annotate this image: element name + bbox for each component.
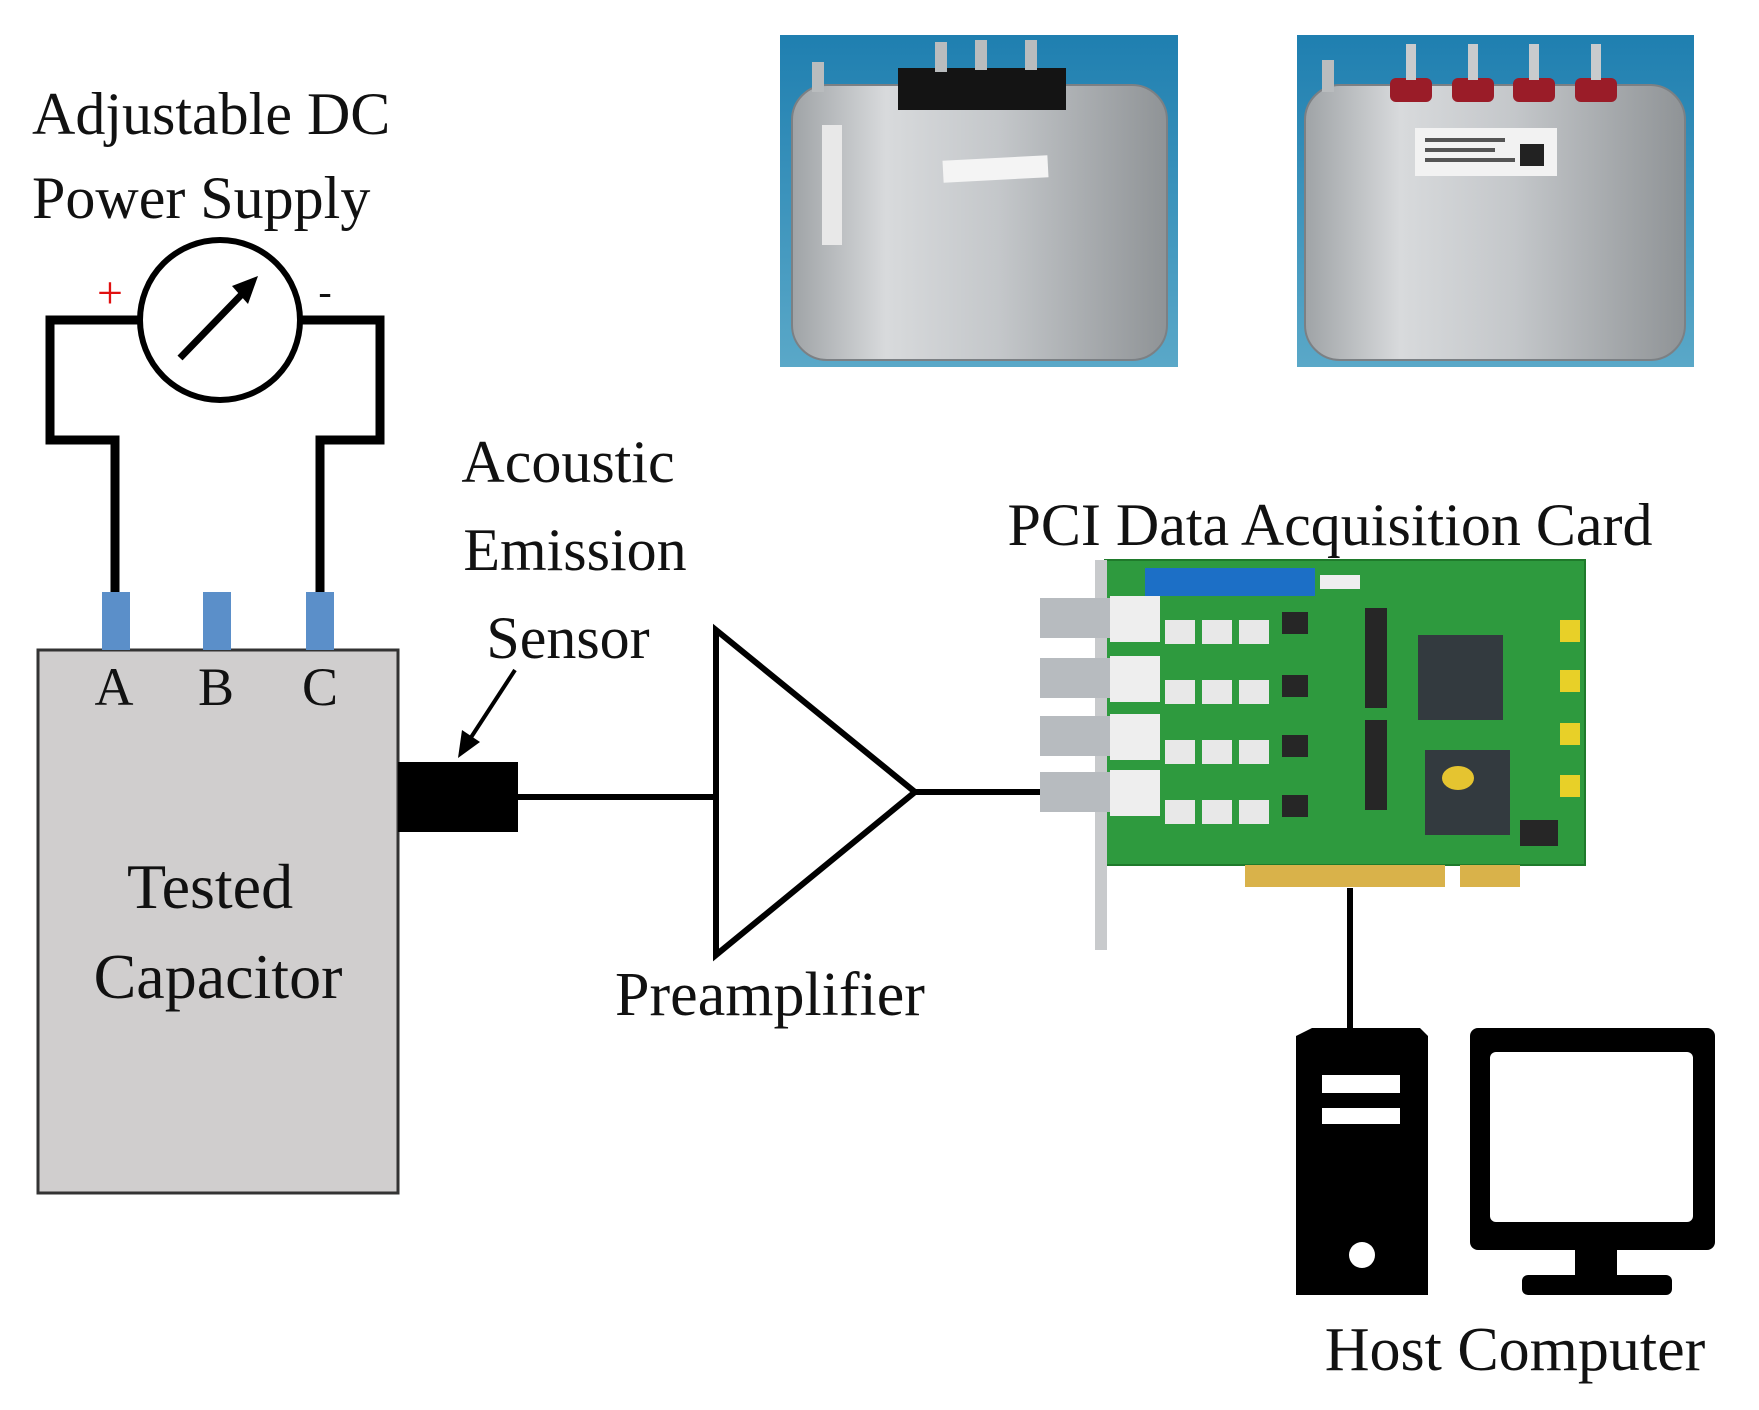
- preamplifier: Preamplifier: [615, 623, 925, 1029]
- sensor-label-line2: Emission: [463, 517, 686, 583]
- sensor-label-line1: Acoustic: [461, 429, 674, 495]
- terminal-c: [306, 592, 334, 650]
- sensor-label-line3: Sensor: [486, 605, 649, 671]
- plus-sign: +: [97, 267, 123, 318]
- terminal-b: [203, 592, 231, 650]
- terminal-a: [102, 592, 130, 650]
- capacitor-photo-right: [1297, 35, 1694, 367]
- supply-wire-left: [45, 315, 140, 592]
- supply-wire-right: [300, 315, 385, 592]
- sma-connectors: [1560, 620, 1580, 797]
- relay-components: [1165, 620, 1269, 824]
- monitor-icon: [1470, 1028, 1715, 1295]
- sensor-pointer-arrowhead: [458, 730, 480, 758]
- pci-daq-card: PCI Data Acquisition Card: [1008, 492, 1653, 950]
- computer-tower-icon: [1296, 1028, 1428, 1295]
- power-supply-label-line2: Power Supply: [32, 165, 370, 231]
- capacitor-label-line2: Capacitor: [94, 941, 343, 1012]
- terminal-a-label: A: [95, 657, 134, 717]
- tested-capacitor: A B C Tested Capacitor: [36, 592, 400, 1195]
- sensor-body: [398, 762, 518, 832]
- bnc-connectors: [1040, 596, 1160, 816]
- capacitor-label-line1: Tested: [127, 851, 293, 922]
- triangle-amplifier-icon: [713, 623, 920, 962]
- preamplifier-label: Preamplifier: [615, 961, 925, 1029]
- ic-chips: [1282, 608, 1558, 846]
- daq-card-label: PCI Data Acquisition Card: [1008, 492, 1653, 558]
- dc-power-supply: + - Adjustable DC Power Supply: [32, 81, 390, 592]
- power-supply-label-line1: Adjustable DC: [32, 81, 390, 147]
- capacitor-photo-left: [780, 35, 1178, 367]
- host-computer: Host Computer: [1296, 1028, 1715, 1384]
- host-computer-label: Host Computer: [1325, 1316, 1706, 1384]
- sensor-pointer-line: [466, 668, 517, 744]
- capacitor-body: [36, 648, 400, 1195]
- terminal-c-label: C: [302, 657, 338, 717]
- adjustable-source-icon: [137, 237, 303, 403]
- minus-sign: -: [318, 269, 331, 314]
- terminal-b-label: B: [198, 657, 234, 717]
- acoustic-emission-sensor: Acoustic Emission Sensor: [398, 429, 687, 832]
